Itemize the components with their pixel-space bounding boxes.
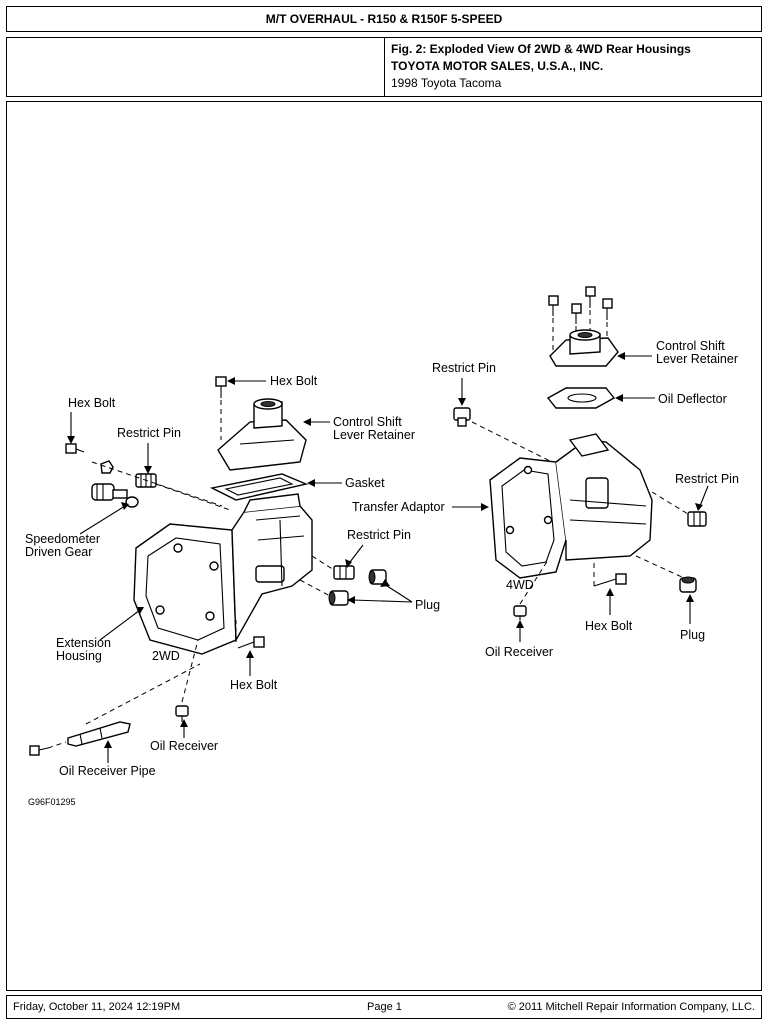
label-csl-retainer-2wd-line1: Control Shift	[333, 415, 402, 429]
washer-part	[100, 460, 114, 474]
transfer-adaptor-part	[489, 433, 653, 579]
label-hex-bolt-left: Hex Bolt	[68, 396, 116, 410]
label-plug-4wd: Plug	[680, 628, 705, 642]
label-restrict-pin-4wd-top: Restrict Pin	[432, 361, 496, 375]
label-hex-bolt-4wd: Hex Bolt	[585, 619, 633, 633]
diagram-code: G96F01295	[28, 797, 76, 807]
footer-date: Friday, October 11, 2024 12:19PM	[13, 1001, 181, 1013]
restrict-pin-mid-part	[333, 565, 355, 580]
label-4wd: 4WD	[506, 578, 534, 592]
hex-bolt-top-part	[215, 376, 227, 398]
control-shift-lever-retainer-4wd-part	[549, 329, 619, 367]
title-bar: M/T OVERHAUL - R150 & R150F 5-SPEED	[6, 6, 762, 32]
label-plug-2wd: Plug	[415, 598, 440, 612]
figure-header: Fig. 2: Exploded View Of 2WD & 4WD Rear …	[6, 37, 762, 97]
header-divider	[384, 38, 385, 96]
label-restrict-pin-mid: Restrict Pin	[347, 528, 411, 542]
plug-4wd-part	[679, 576, 697, 593]
figure-title: Fig. 2: Exploded View Of 2WD & 4WD Rear …	[391, 42, 691, 56]
footer-copyright: © 2011 Mitchell Repair Information Compa…	[507, 1001, 755, 1013]
oil-receiver-2wd-part	[175, 705, 189, 722]
label-extension-line1: Extension	[56, 636, 111, 650]
label-restrict-pin-4wd-right: Restrict Pin	[675, 472, 739, 486]
label-2wd: 2WD	[152, 649, 180, 663]
pipe-bolt-part	[29, 745, 49, 756]
plug-2wd-upper-part	[368, 569, 387, 585]
label-csl-retainer-4wd-line1: Control Shift	[656, 339, 725, 353]
label-oil-receiver-2wd: Oil Receiver	[150, 739, 218, 753]
label-speedometer-line2: Driven Gear	[25, 545, 92, 559]
gasket-part	[209, 473, 309, 501]
extension-housing-2wd-part	[133, 493, 313, 655]
footer-page: Page 1	[367, 1001, 402, 1013]
label-csl-retainer-4wd-line2: Lever Retainer	[656, 352, 738, 366]
label-hex-bolt-bottom: Hex Bolt	[230, 678, 278, 692]
speedometer-driven-gear-part	[91, 483, 139, 508]
figure-frame	[6, 101, 762, 991]
page-title: M/T OVERHAUL - R150 & R150F 5-SPEED	[265, 12, 503, 26]
label-speedometer-line1: Speedometer	[25, 532, 100, 546]
restrict-pin-4wd-top-part	[453, 407, 471, 427]
hex-bolt-left-part	[65, 443, 85, 454]
plug-2wd-lower-part	[328, 590, 349, 606]
label-oil-receiver-4wd: Oil Receiver	[485, 645, 553, 659]
restrict-pin-4wd-right-part	[687, 511, 707, 527]
label-gasket: Gasket	[345, 476, 385, 490]
label-oil-deflector: Oil Deflector	[658, 392, 727, 406]
oil-deflector-part	[546, 387, 616, 409]
oil-receiver-4wd-part	[513, 605, 527, 620]
label-extension-line2: Housing	[56, 649, 102, 663]
footer: Friday, October 11, 2024 12:19PM Page 1 …	[6, 995, 762, 1019]
hex-bolt-4wd-part	[593, 573, 627, 587]
label-restrict-pin-left: Restrict Pin	[117, 426, 181, 440]
oil-receiver-pipe-part	[67, 721, 131, 747]
control-shift-lever-retainer-2wd-part	[217, 398, 307, 471]
label-csl-retainer-2wd-line2: Lever Retainer	[333, 428, 415, 442]
publisher: TOYOTA MOTOR SALES, U.S.A., INC.	[391, 59, 604, 73]
label-oil-receiver-pipe: Oil Receiver Pipe	[59, 764, 156, 778]
label-hex-bolt-top: Hex Bolt	[270, 374, 318, 388]
hex-bolt-bottom-part	[237, 636, 265, 649]
retainer-4wd-bolts	[548, 286, 613, 324]
label-transfer-adaptor: Transfer Adaptor	[352, 500, 445, 514]
vehicle: 1998 Toyota Tacoma	[391, 76, 502, 90]
